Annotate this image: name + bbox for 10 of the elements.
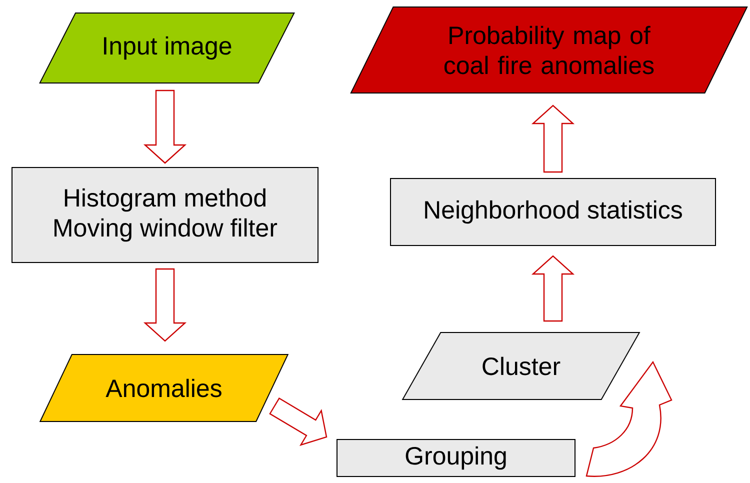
process-box: Grouping (336, 439, 576, 477)
block-arrow (531, 104, 575, 173)
block-arrow (143, 90, 187, 164)
curved-arrow (586, 361, 672, 477)
block-arrow (143, 268, 187, 342)
process-box: Histogram method Moving window filter (12, 167, 318, 263)
block-arrow (531, 255, 575, 322)
data-parallelogram: Probability map of coal fire anomalies (350, 6, 748, 94)
data-parallelogram: Input image (39, 12, 295, 84)
process-box: Neighborhood statistics (390, 178, 716, 246)
